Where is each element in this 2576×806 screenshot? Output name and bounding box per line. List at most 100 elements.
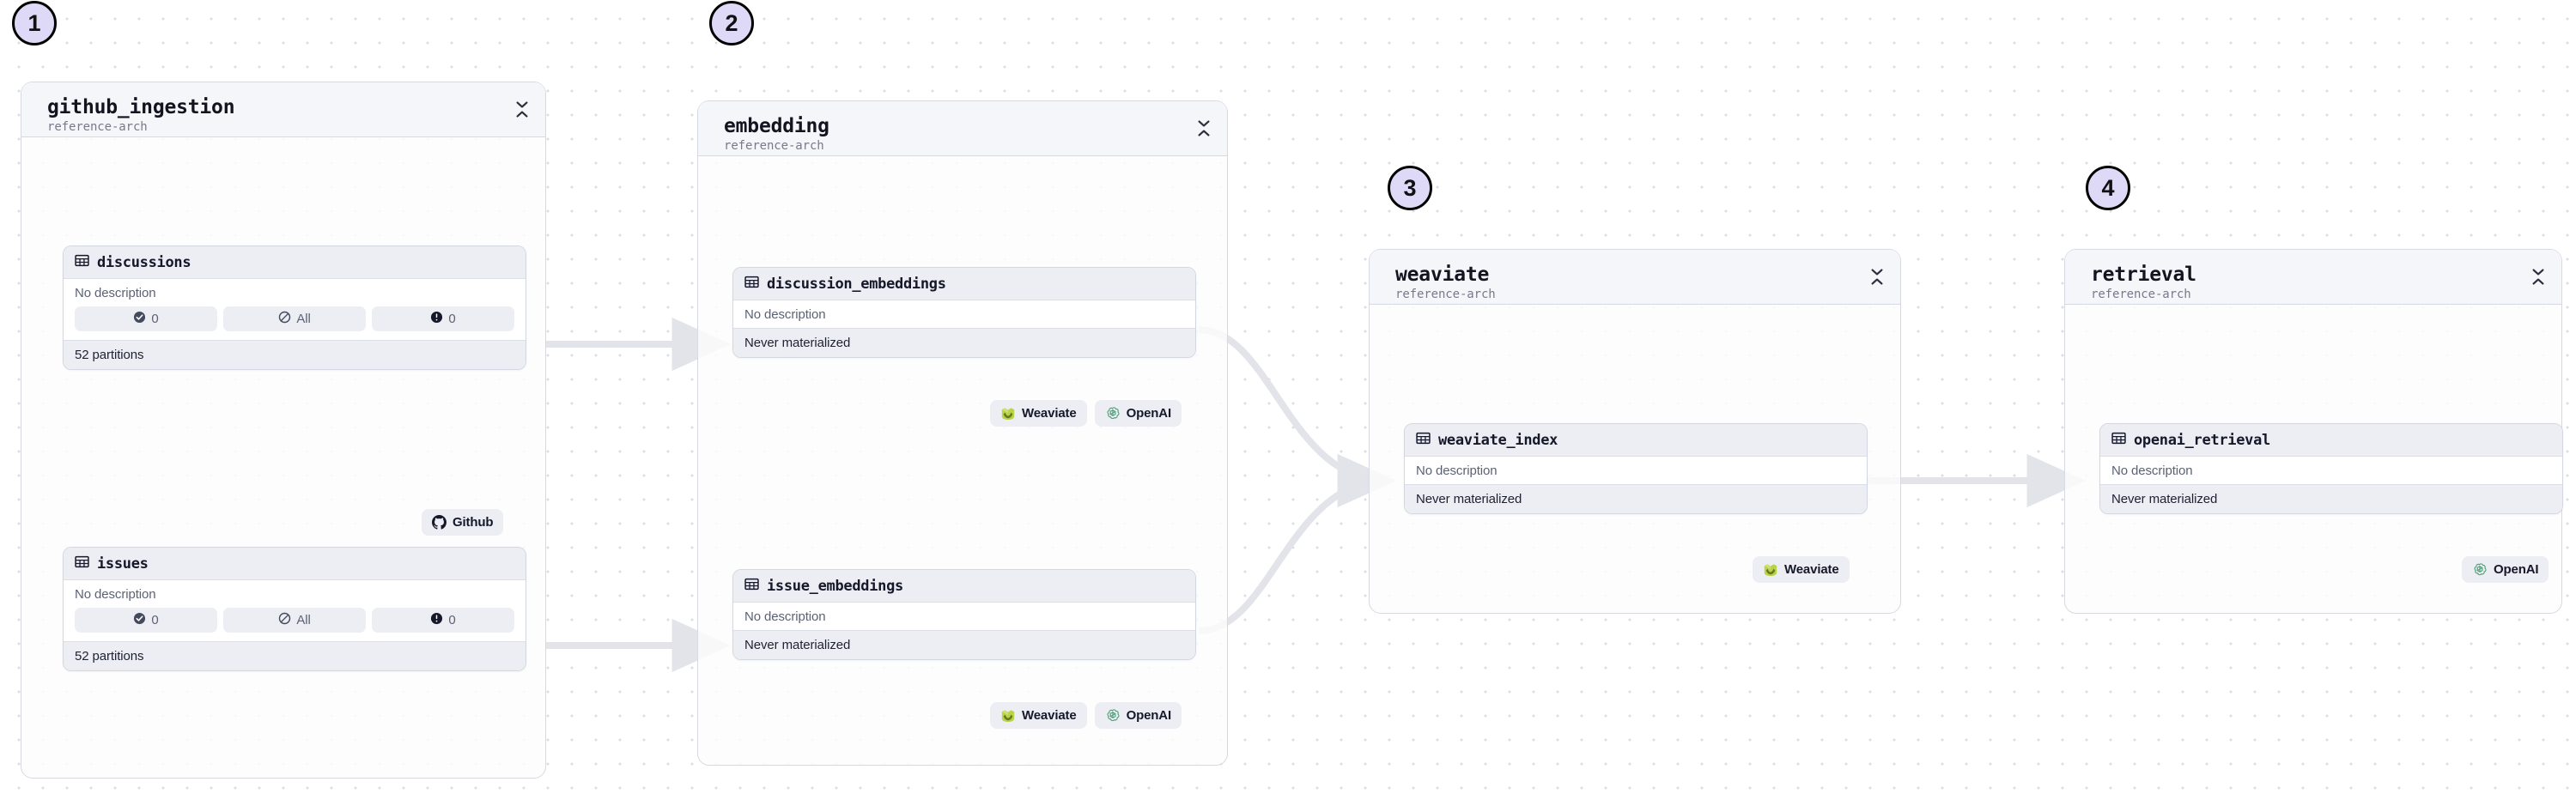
openai-icon (2472, 562, 2488, 578)
chip-label: 0 (448, 312, 456, 326)
chip-materialized[interactable]: 0 (75, 608, 217, 633)
step-badge-4: 4 (2086, 166, 2130, 210)
tag-label: Github (453, 515, 494, 530)
asset-status-chips: 0 All 0 (64, 608, 526, 641)
group-subtitle: reference-arch (1395, 288, 1496, 302)
step-badge-3: 3 (1388, 166, 1432, 210)
asset-materialization-status: Never materialized (1405, 484, 1867, 513)
chevron-collapse-icon[interactable] (2529, 266, 2548, 288)
asset-materialization-status: Never materialized (733, 630, 1195, 659)
chevron-collapse-icon[interactable] (1868, 266, 1886, 288)
chip-label: 0 (151, 312, 159, 326)
asset-name: openai_retrieval (2134, 431, 2270, 449)
group-weaviate[interactable]: weaviate reference-arch weaviate_index N… (1369, 249, 1901, 614)
asset-partitions: 52 partitions (64, 641, 526, 670)
group-subtitle: reference-arch (47, 120, 148, 135)
tag-weaviate[interactable]: Weaviate (1753, 556, 1850, 583)
tag-openai[interactable]: OpenAI (1094, 702, 1182, 729)
asset-name: weaviate_index (1438, 431, 1558, 449)
group-header-github-ingestion: github_ingestion reference-arch (21, 82, 545, 137)
table-icon (744, 275, 759, 294)
integration-tags-discussions: Github (422, 509, 504, 536)
asset-node-weaviate-index[interactable]: weaviate_index No description Never mate… (1404, 423, 1868, 514)
tag-github[interactable]: Github (422, 509, 504, 536)
table-icon (744, 577, 759, 596)
asset-name: issue_embeddings (767, 577, 903, 595)
group-title: github_ingestion (47, 96, 235, 118)
tag-weaviate[interactable]: Weaviate (990, 702, 1087, 729)
group-subtitle: reference-arch (724, 139, 824, 154)
chip-failed[interactable]: 0 (372, 608, 514, 633)
group-retrieval[interactable]: retrieval reference-arch openai_retrieva… (2064, 249, 2563, 614)
step-badge-2: 2 (709, 1, 754, 45)
asset-name: issues (97, 555, 149, 573)
asset-node-issue-embeddings[interactable]: issue_embeddings No description Never ma… (732, 569, 1196, 660)
asset-header: weaviate_index (1405, 424, 1867, 457)
asset-description: No description (2100, 457, 2562, 484)
integration-tags-weaviate-index: Weaviate (1753, 556, 1850, 583)
asset-partitions: 52 partitions (64, 340, 526, 369)
tag-label: OpenAI (1126, 406, 1172, 421)
check-circle-icon (133, 612, 146, 628)
asset-node-issues[interactable]: issues No description 0 All (63, 547, 526, 671)
no-materialization-icon (278, 612, 291, 628)
group-title: weaviate (1395, 264, 1490, 286)
chip-label: All (296, 312, 311, 326)
chip-label: 0 (151, 613, 159, 627)
chevron-collapse-icon[interactable] (513, 99, 532, 121)
tag-weaviate[interactable]: Weaviate (990, 400, 1087, 427)
asset-header: issues (64, 548, 526, 580)
group-header-embedding: embedding reference-arch (698, 101, 1227, 156)
table-icon (75, 555, 89, 573)
asset-header: discussion_embeddings (733, 268, 1195, 300)
weaviate-icon (1000, 708, 1016, 724)
openai-icon (1105, 708, 1121, 724)
integration-tags-issue-embeddings: Weaviate OpenAI (990, 702, 1182, 729)
group-subtitle: reference-arch (2091, 288, 2191, 302)
tag-openai[interactable]: OpenAI (1094, 400, 1182, 427)
asset-description: No description (733, 300, 1195, 328)
group-embedding[interactable]: embedding reference-arch discussion_embe… (697, 100, 1228, 766)
group-title: retrieval (2091, 264, 2196, 286)
no-materialization-icon (278, 311, 291, 327)
asset-description: No description (733, 603, 1195, 630)
asset-node-discussions[interactable]: discussions No description 0 All (63, 245, 526, 370)
asset-header: openai_retrieval (2100, 424, 2562, 457)
alert-circle-icon (430, 612, 443, 628)
asset-node-openai-retrieval[interactable]: openai_retrieval No description Never ma… (2099, 423, 2563, 514)
chip-failed[interactable]: 0 (372, 306, 514, 331)
group-header-retrieval: retrieval reference-arch (2065, 250, 2561, 305)
asset-name: discussions (97, 253, 191, 271)
tag-label: OpenAI (1126, 708, 1172, 723)
asset-description: No description (64, 279, 526, 306)
chip-label: 0 (448, 613, 456, 627)
asset-materialization-status: Never materialized (2100, 484, 2562, 513)
integration-tags-discussion-embeddings: Weaviate OpenAI (990, 400, 1182, 427)
integration-tags-openai-retrieval: OpenAI (2462, 556, 2549, 583)
alert-circle-icon (430, 311, 443, 327)
openai-icon (1105, 406, 1121, 421)
asset-description: No description (64, 580, 526, 608)
tag-label: Weaviate (1022, 406, 1077, 421)
asset-status-chips: 0 All 0 (64, 306, 526, 340)
asset-description: No description (1405, 457, 1867, 484)
chip-missing[interactable]: All (223, 306, 366, 331)
group-github-ingestion[interactable]: github_ingestion reference-arch discussi… (21, 82, 546, 779)
chip-materialized[interactable]: 0 (75, 306, 217, 331)
github-icon (432, 515, 447, 530)
tag-label: OpenAI (2494, 562, 2539, 577)
tag-label: Weaviate (1784, 562, 1839, 577)
chip-label: All (296, 613, 311, 627)
check-circle-icon (133, 311, 146, 327)
chevron-collapse-icon[interactable] (1194, 118, 1213, 140)
tag-openai[interactable]: OpenAI (2462, 556, 2549, 583)
table-icon (2111, 431, 2126, 450)
tag-label: Weaviate (1022, 708, 1077, 723)
weaviate-icon (1000, 406, 1016, 421)
group-header-weaviate: weaviate reference-arch (1370, 250, 1900, 305)
asset-name: discussion_embeddings (767, 275, 946, 293)
chip-missing[interactable]: All (223, 608, 366, 633)
asset-node-discussion-embeddings[interactable]: discussion_embeddings No description Nev… (732, 267, 1196, 358)
weaviate-icon (1763, 562, 1778, 578)
